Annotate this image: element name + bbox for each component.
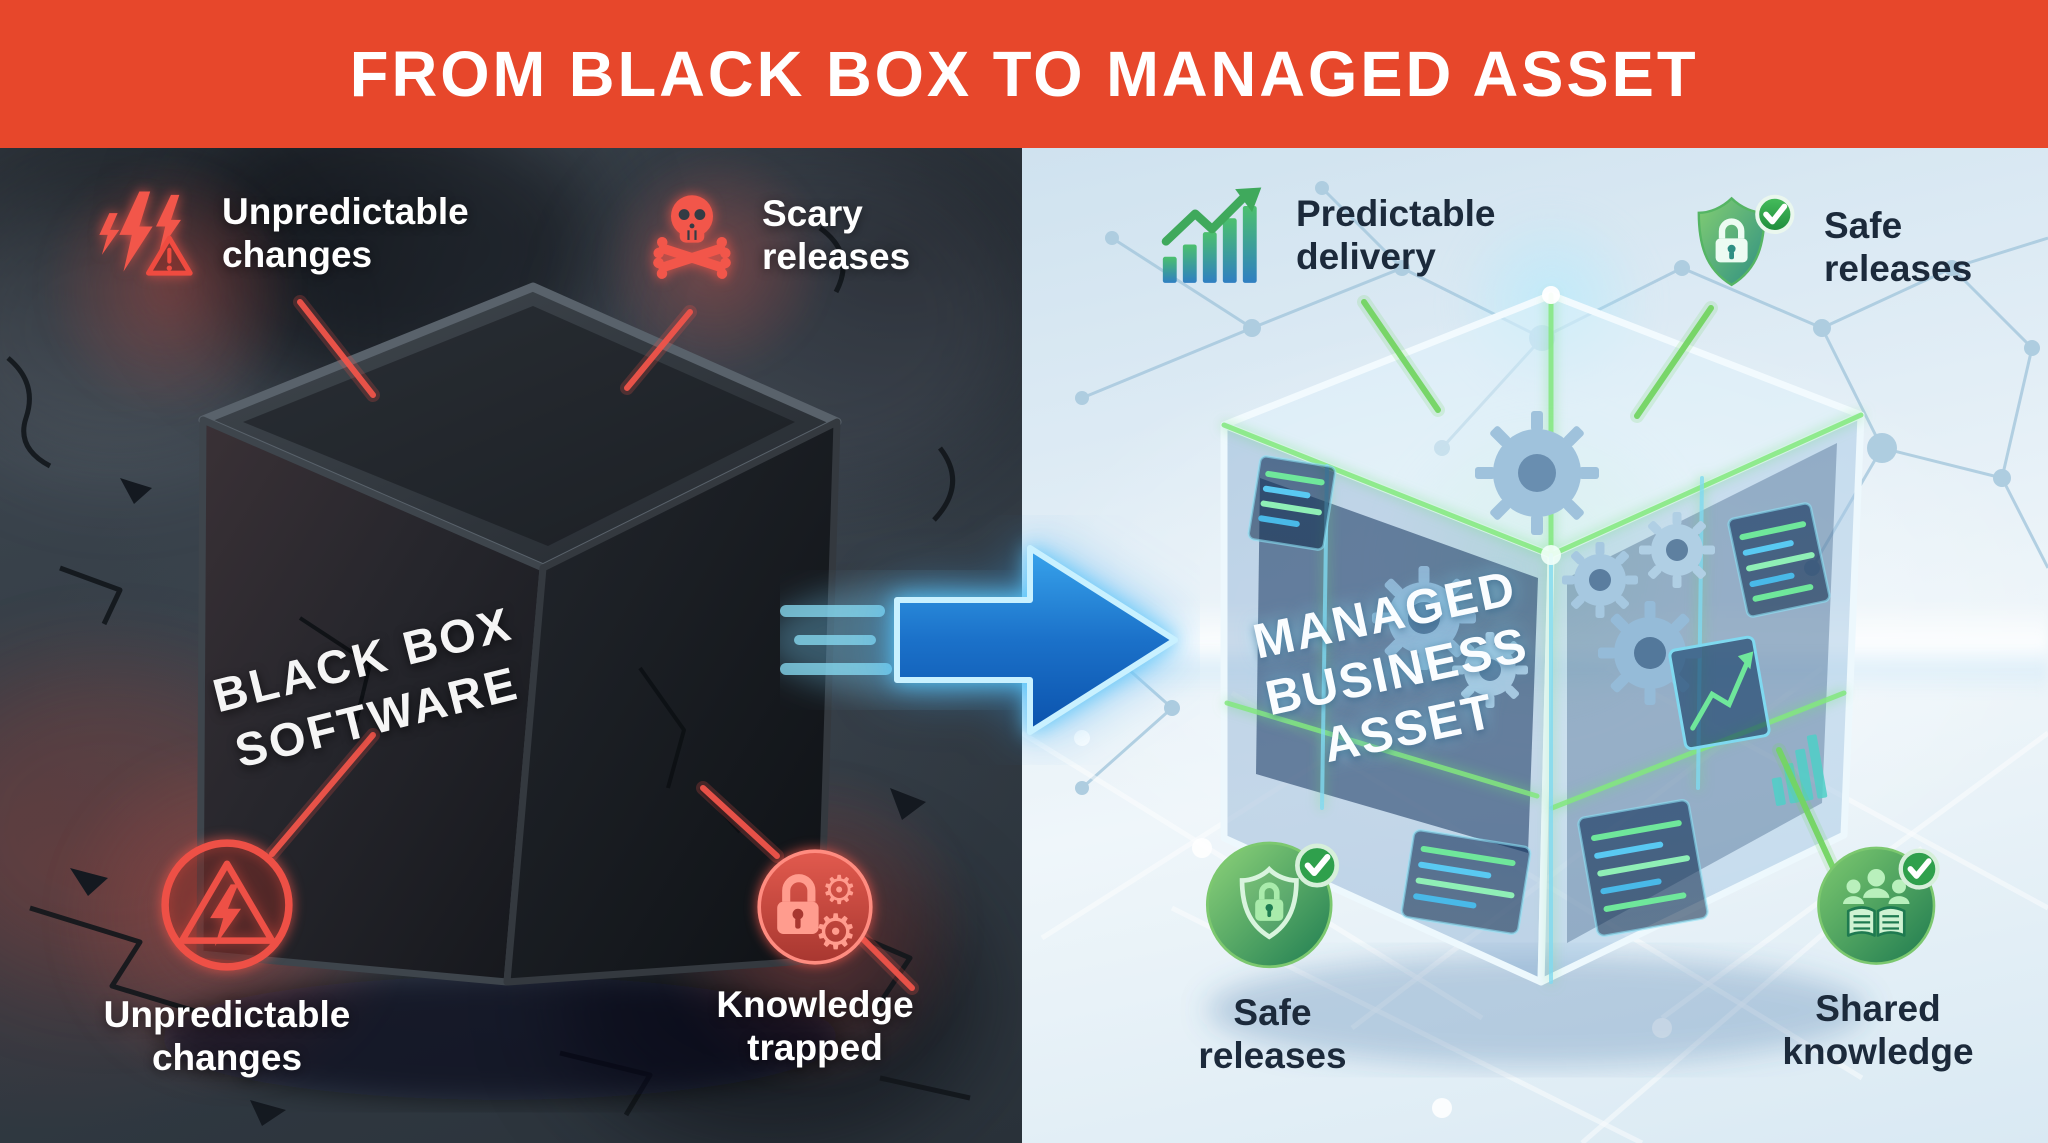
glass-cube-scene — [1207, 286, 1867, 1066]
svg-text:⚙: ⚙ — [814, 904, 858, 960]
green-leader-lines — [1357, 295, 1841, 877]
edge-sparkle — [1542, 286, 1560, 304]
svg-text:⚙: ⚙ — [822, 867, 857, 913]
callout-safe-releases-top: Safe releases — [1690, 192, 1972, 304]
callout-predictable-delivery: Predictable delivery — [1158, 186, 1495, 286]
main-title: FROM BLACK BOX TO MANAGED ASSET — [349, 38, 1699, 110]
red-leader-lines — [265, 295, 919, 995]
hazard-circle-icon — [161, 839, 293, 971]
glass-cube-shadow — [1207, 954, 1867, 1066]
crack-shards — [70, 478, 926, 1126]
black-box-scene — [6, 225, 971, 1126]
storm-warning-icon — [99, 191, 193, 276]
transition-arrow — [765, 515, 1200, 770]
arrow-shape — [894, 545, 1178, 735]
edge-sparkle — [1541, 545, 1561, 565]
mini-chart-card — [1668, 635, 1771, 751]
callout-label: Safe releases — [1824, 205, 1973, 289]
callout-label: Shared knowledge — [1782, 988, 1974, 1072]
title-banner: FROM BLACK BOX TO MANAGED ASSET — [0, 0, 2048, 148]
managed-asset-panel: MANAGED BUSINESS ASSET Pr — [1022, 148, 2048, 1143]
callout-label: Unpredictable changes — [103, 994, 351, 1078]
callout-label: Predictable delivery — [1296, 193, 1496, 277]
shield-lock-check-icon — [1697, 194, 1795, 287]
lock-gears-icon: ⚙ ⚙ — [757, 849, 873, 965]
team-book-check-icon — [1817, 846, 1940, 965]
callout-label: Safe releases — [1198, 992, 1347, 1076]
callout-label: Unpredictable changes — [222, 191, 469, 275]
callout-unpredictable-top: Unpredictable changes — [96, 188, 469, 280]
callout-shared-knowledge: Shared knowledge — [1778, 834, 1978, 1074]
callout-label: Knowledge trapped — [716, 984, 914, 1068]
growth-chart-icon — [1161, 187, 1262, 283]
callout-safe-releases-bottom: Safe releases — [1180, 828, 1365, 1078]
skull-crossbones-icon — [653, 195, 731, 279]
cube-top-inset — [243, 306, 795, 546]
black-cube — [196, 282, 842, 986]
callout-label: Scary releases — [762, 193, 911, 277]
callout-scary-releases: Scary releases — [648, 190, 910, 282]
callout-unpredictable-bottom: Unpredictable changes — [92, 830, 362, 1080]
cube-shadow — [160, 976, 840, 1100]
callout-knowledge-trapped: ⚙ ⚙ Knowledge trapped — [700, 844, 930, 1070]
code-cards — [1247, 455, 1831, 937]
speed-streaks — [780, 605, 892, 675]
gears — [1372, 411, 1715, 708]
shield-circle-check-icon — [1205, 841, 1339, 969]
